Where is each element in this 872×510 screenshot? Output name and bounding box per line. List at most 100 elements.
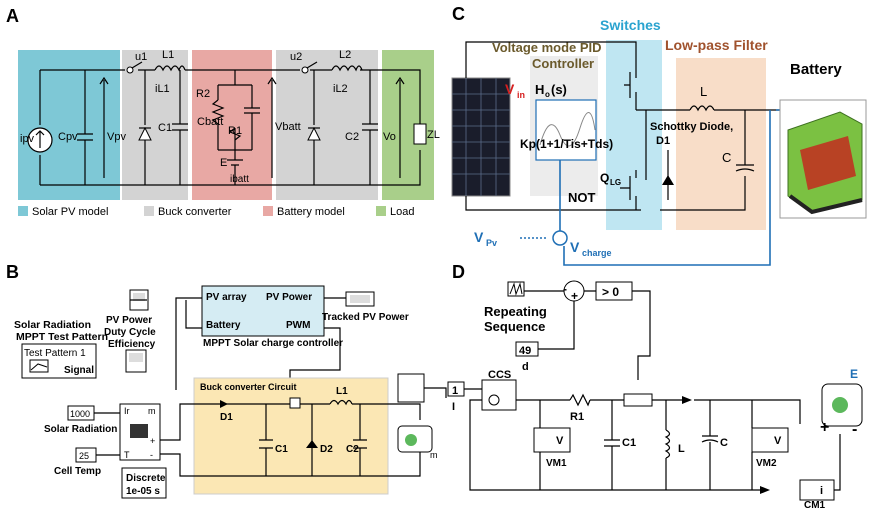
mosfet-switch [289, 397, 301, 409]
svg-text:VM2: VM2 [756, 458, 777, 469]
panel-d-wiring [464, 388, 841, 491]
svg-text:Pv: Pv [486, 238, 497, 248]
diode-d2 [306, 440, 318, 448]
battery-model-region [192, 50, 272, 200]
switch-low [620, 170, 637, 210]
svg-text:Cell Temp: Cell Temp [54, 466, 101, 477]
voltage-meter-vm1 [533, 427, 571, 453]
svg-text:C2: C2 [345, 131, 359, 143]
qlg-label: Q [600, 171, 609, 185]
svg-text:Solar Radiation: Solar Radiation [44, 424, 117, 435]
buck-converter-region [193, 377, 389, 495]
legend-buck: Buck converter [158, 206, 232, 218]
switches-label: Switches [600, 17, 661, 33]
battery-label: Battery [790, 61, 842, 78]
resistor-r2-cbatt [211, 99, 260, 151]
discrete-block [121, 467, 167, 499]
svg-text:Repeating: Repeating [484, 304, 547, 319]
svg-text:MPPT Test Pattern: MPPT Test Pattern [16, 331, 108, 343]
svg-text:u1: u1 [135, 51, 147, 63]
svg-text:Cpv: Cpv [58, 131, 78, 143]
capacitor-c1-b [259, 439, 273, 449]
svg-text:PV Power: PV Power [106, 315, 152, 326]
lowpass-band [676, 58, 766, 230]
svg-text:Vo: Vo [383, 131, 396, 143]
svg-text:ibatt: ibatt [230, 174, 249, 185]
svg-text:ipv: ipv [20, 133, 35, 145]
svg-text:1000: 1000 [70, 409, 90, 419]
svg-text:-: - [150, 450, 153, 460]
inductor-l [689, 105, 715, 112]
svg-text:E: E [220, 157, 227, 169]
svg-text:R2: R2 [196, 88, 210, 100]
svg-text:m: m [430, 450, 438, 460]
svg-text:+: + [820, 419, 829, 436]
svg-text:D1: D1 [220, 412, 233, 423]
scope-battery [397, 373, 425, 403]
pv-model-region [18, 50, 120, 200]
svg-text:C1: C1 [158, 122, 172, 134]
battery-e-label: E [850, 367, 858, 381]
resistor-r1-d [569, 393, 591, 407]
svg-text:1e-05 s: 1e-05 s [126, 486, 160, 497]
summing-junction [552, 230, 568, 246]
switch-u1 [126, 66, 134, 74]
diode-1 [138, 126, 152, 141]
svg-text:C: C [722, 150, 731, 165]
legend-load: Load [390, 206, 414, 218]
svg-text:PV Power: PV Power [266, 292, 312, 303]
diode-2 [307, 126, 321, 141]
bottom-rail [40, 150, 421, 186]
svg-text:C1: C1 [622, 437, 636, 449]
panel-d-letter: D [452, 262, 465, 282]
svg-text:LG: LG [610, 178, 621, 187]
svg-text:L2: L2 [339, 49, 351, 61]
battery-source-e [227, 150, 243, 185]
lowpass-label: Low-pass Filter [665, 37, 768, 53]
svg-text:MPPT Solar charge controller: MPPT Solar charge controller [203, 338, 343, 349]
current-meter-cm1 [799, 479, 835, 501]
diode-d1 [220, 400, 228, 408]
svg-text:Cbatt: Cbatt [197, 116, 223, 128]
svg-text:L1: L1 [336, 386, 348, 397]
load-zl [413, 123, 427, 145]
capacitor-c2 [362, 70, 378, 185]
svg-text:Ir: Ir [124, 406, 130, 416]
not-label: NOT [568, 190, 596, 205]
svg-text:L: L [678, 443, 685, 455]
svg-text:VM1: VM1 [546, 458, 567, 469]
svg-text:Test Pattern 1: Test Pattern 1 [24, 348, 86, 359]
capacitor-cpv [77, 70, 93, 185]
svg-text:o: o [545, 90, 550, 99]
controller-box [535, 99, 597, 161]
panel-a: A [6, 6, 440, 218]
svg-text:I: I [452, 401, 455, 413]
panel-b: B PV Power Duty Cycle Efficiency Solar R… [6, 262, 447, 499]
inductor-l1-b [329, 399, 353, 406]
panel-c-wiring [465, 41, 780, 211]
vpv-label: V [474, 229, 484, 245]
svg-text:ZL: ZL [427, 129, 440, 141]
capacitor-c-d [701, 435, 719, 443]
pid-formula: Kp(1+1/Tis+Tds) [520, 137, 613, 151]
switch-top [624, 70, 637, 110]
panel-a-letter: A [6, 6, 19, 26]
svg-text:D2: D2 [320, 444, 333, 455]
battery-image [779, 99, 867, 219]
svg-text:iL1: iL1 [155, 83, 170, 95]
panel-c: C Switches Voltage mode PID Controller L… [451, 4, 867, 266]
svg-text:d: d [522, 361, 529, 373]
svg-text:u2: u2 [290, 51, 302, 63]
inductor-l1 [154, 65, 186, 72]
feedback-loop [559, 109, 780, 266]
svg-text:charge: charge [582, 248, 612, 258]
svg-text:D1: D1 [656, 135, 670, 147]
svg-text:PWM: PWM [286, 320, 310, 331]
svg-text:L: L [700, 84, 707, 99]
svg-text:Buck converter Circuit: Buck converter Circuit [200, 382, 297, 392]
svg-text:R1: R1 [228, 125, 242, 137]
svg-text:Battery: Battery [206, 320, 241, 331]
mosfet-d [623, 393, 653, 407]
svg-text:> 0: > 0 [602, 285, 619, 299]
svg-text:PV array: PV array [206, 292, 247, 303]
